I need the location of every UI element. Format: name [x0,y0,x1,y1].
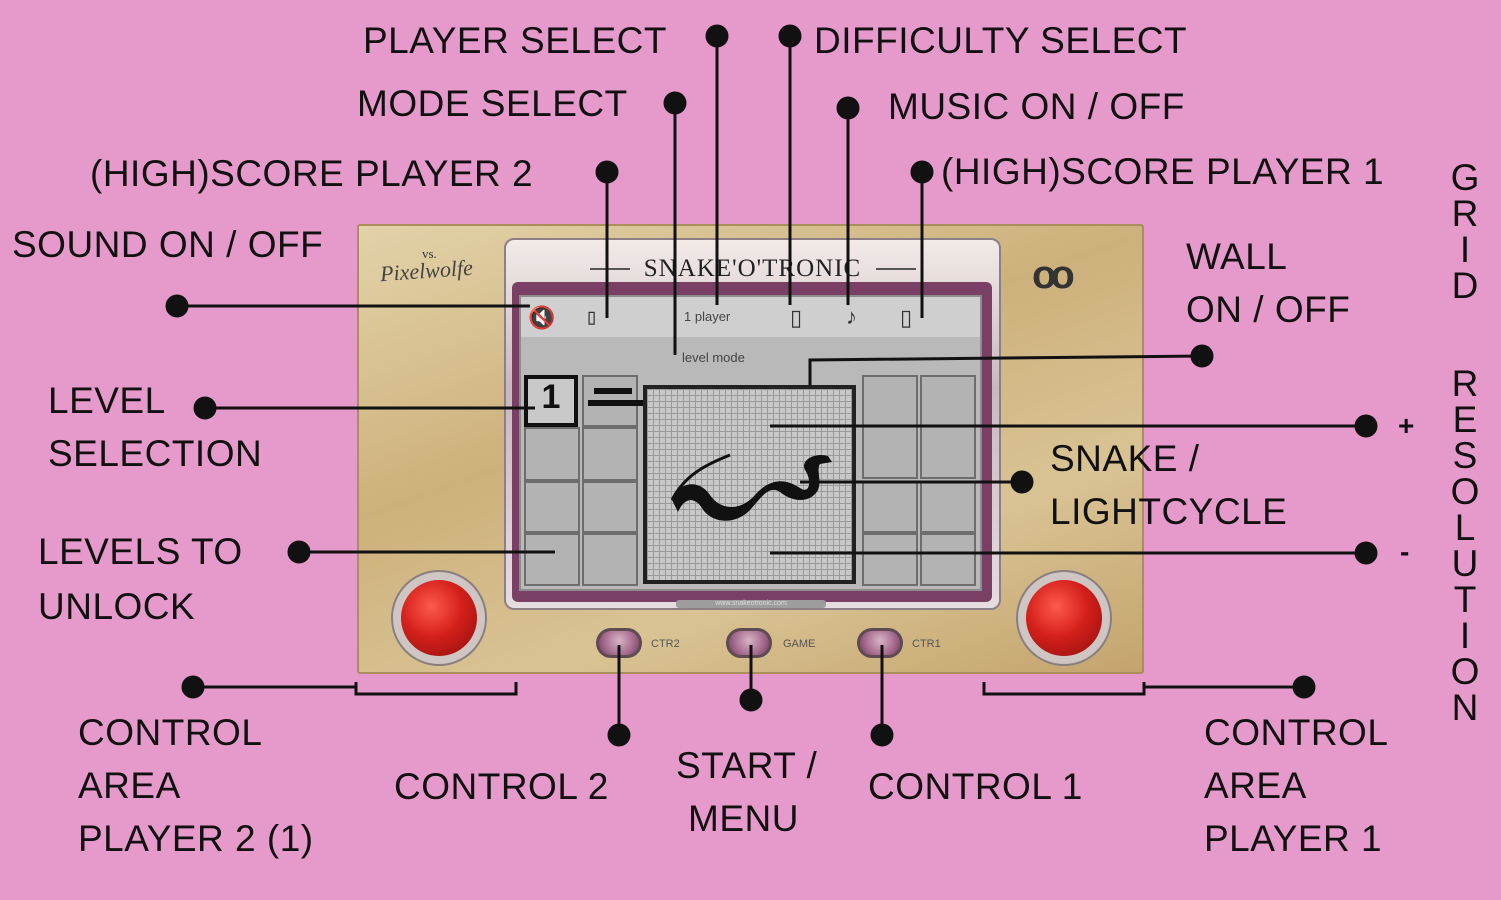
label-level-line2: SELECTION [48,433,263,474]
device-title: SNAKE'O'TRONIC [643,255,862,282]
label-levels-line1: LEVELS TO [38,531,243,572]
label-control1: CONTROL 1 [868,766,1083,807]
label-snake-line1: SNAKE / [1050,438,1200,479]
snake-lightcycle-icon[interactable] [660,440,840,530]
label-control-area-p2-line2: AREA [78,765,181,806]
label-highscore-player1: (HIGH)SCORE PLAYER 1 [941,151,1385,192]
selected-level-number: 1 [541,378,561,416]
label-levels-line2: UNLOCK [38,586,196,627]
ctr1-label: CTR1 [912,638,941,650]
music-note-icon[interactable]: ♪ [846,304,857,329]
score-player2-icon: ▯ [585,305,599,330]
label-mode-select: MODE SELECT [357,83,628,124]
lcd-status-bar [521,297,980,337]
control-area-player2-button[interactable] [401,580,477,656]
label-start-line1: START / [676,745,818,786]
label-wall-line2: ON / OFF [1186,289,1351,330]
label-grid-plus: + [1398,410,1415,441]
title-rule-left [590,268,630,270]
start-menu-button[interactable] [726,628,772,658]
label-control-area-p1-line3: PLAYER 1 [1204,818,1383,859]
title-rule-right [876,268,916,270]
lcd-mode-text[interactable]: level mode [682,350,745,365]
label-control-area-p2-line1: CONTROL [78,712,263,753]
speaker-muted-icon[interactable]: 🔇 [528,305,556,330]
label-control2: CONTROL 2 [394,766,609,807]
score-player1-icon: ▯ [900,305,913,330]
brick-wall-icon: ▬▬▬▬▬ [588,377,644,411]
label-wall-line1: WALL [1186,236,1288,277]
label-control-area-p2-line3: PLAYER 2 (1) [78,818,314,859]
label-difficulty-select: DIFFICULTY SELECT [814,20,1188,61]
level-cell-selected[interactable] [524,375,578,427]
control-area-player1-button[interactable] [1026,580,1102,656]
label-start-line2: MENU [688,798,799,839]
label-grid-minus: - [1400,536,1410,567]
level-cell-locked [582,533,638,586]
label-snake-line2: LIGHTCYCLE [1050,491,1288,532]
level-cell-locked [524,427,580,481]
difficulty-icon[interactable]: ▯ [790,305,803,330]
level-cell-locked [582,427,638,481]
control1-button[interactable] [857,628,903,658]
lcd-player-text[interactable]: 1 player [684,309,731,324]
grid-minus-cell[interactable] [862,533,918,586]
ctr2-label: CTR2 [651,638,680,650]
level-cell-locked [582,481,638,533]
label-player-select: PLAYER SELECT [363,20,667,61]
level-cell[interactable] [582,375,638,427]
footer-strip: www.snakeotronic.com [676,600,826,608]
label-music-on-off: MUSIC ON / OFF [888,86,1185,127]
signature-vs: vs. [422,246,437,261]
label-level-line1: LEVEL [48,380,166,421]
level-cell-locked [524,481,580,533]
label-highscore-player2: (HIGH)SCORE PLAYER 2 [90,153,534,194]
goggles-icon: oo [1032,253,1075,297]
label-control-area-p1-line2: AREA [1204,765,1307,806]
game-label: GAME [783,638,816,650]
grid-minus-cell[interactable] [920,533,976,586]
level-cell-locked [524,533,580,586]
label-sound-on-off: SOUND ON / OFF [12,224,324,265]
label-control-area-p1-line1: CONTROL [1204,712,1389,753]
